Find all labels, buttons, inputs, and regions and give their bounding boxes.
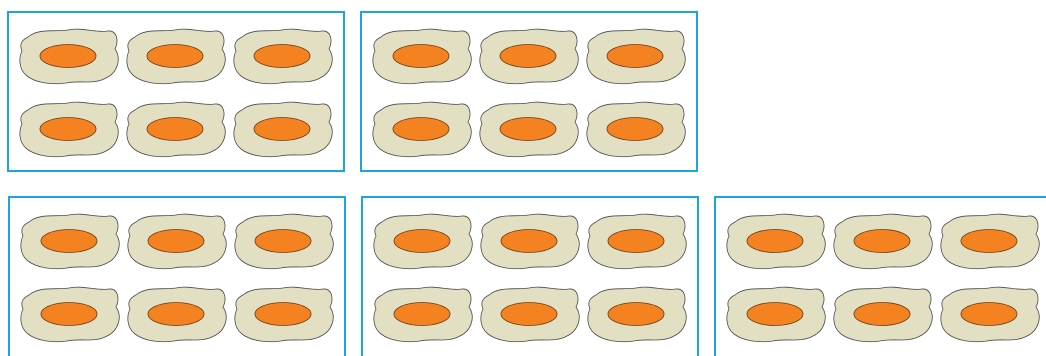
- fried-egg-icon: [233, 283, 335, 343]
- fried-egg-icon: [478, 25, 580, 85]
- fried-egg-icon: [18, 98, 120, 158]
- fried-egg-icon: [126, 210, 228, 270]
- fried-egg-icon: [372, 210, 474, 270]
- egg-box-3: [8, 196, 346, 356]
- fried-egg-icon: [939, 210, 1041, 270]
- fried-egg-icon: [372, 283, 474, 343]
- fried-egg-icon: [832, 283, 934, 343]
- fried-egg-icon: [585, 25, 687, 85]
- fried-egg-icon: [233, 210, 335, 270]
- fried-egg-icon: [939, 283, 1041, 343]
- fried-egg-icon: [18, 25, 120, 85]
- egg-box-4: [361, 196, 699, 356]
- fried-egg-icon: [232, 98, 334, 158]
- fried-egg-icon: [19, 210, 121, 270]
- fried-egg-icon: [479, 283, 581, 343]
- fried-egg-icon: [586, 283, 688, 343]
- fried-egg-icon: [586, 210, 688, 270]
- fried-egg-icon: [725, 283, 827, 343]
- fried-egg-icon: [19, 283, 121, 343]
- fried-egg-icon: [725, 210, 827, 270]
- fried-egg-icon: [478, 98, 580, 158]
- fried-egg-icon: [371, 98, 473, 158]
- fried-egg-icon: [585, 98, 687, 158]
- egg-box-2: [360, 11, 698, 172]
- fried-egg-icon: [479, 210, 581, 270]
- fried-egg-icon: [371, 25, 473, 85]
- fried-egg-icon: [832, 210, 934, 270]
- egg-box-5: [714, 196, 1046, 356]
- fried-egg-icon: [232, 25, 334, 85]
- fried-egg-icon: [126, 283, 228, 343]
- egg-box-1: [7, 11, 345, 172]
- fried-egg-icon: [125, 25, 227, 85]
- fried-egg-icon: [125, 98, 227, 158]
